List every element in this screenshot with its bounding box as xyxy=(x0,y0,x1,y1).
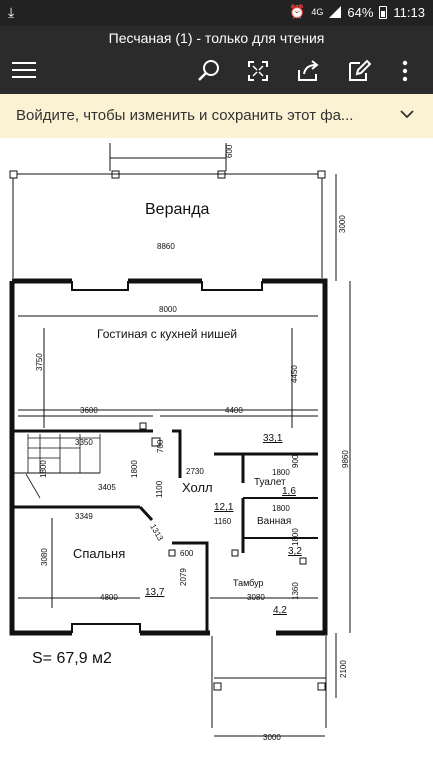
dim-label: 1800 xyxy=(272,468,290,477)
dim-label: 1160 xyxy=(214,517,232,526)
dim-label: 3750 xyxy=(35,353,44,371)
room-label-tambour: Тамбур xyxy=(233,578,264,588)
fit-to-screen-icon[interactable] xyxy=(245,58,271,84)
dim-label: 2730 xyxy=(186,467,204,476)
battery-percent: 64% xyxy=(347,4,374,20)
status-icons: ⏰ 4G 64% 11:13 xyxy=(289,4,425,20)
floor-plan[interactable]: Веранда Гостиная с кухней нишей Холл Туа… xyxy=(0,138,433,770)
room-label-bedroom: Спальня xyxy=(73,546,125,561)
dim-label: 1800 xyxy=(39,460,48,478)
dim-label: 3350 xyxy=(75,438,93,447)
signal-icon xyxy=(329,6,342,18)
clock: 11:13 xyxy=(393,4,425,20)
battery-icon xyxy=(379,5,388,19)
dim-label: 4800 xyxy=(100,593,118,602)
area-living: 33,1 xyxy=(263,433,283,444)
chevron-down-icon[interactable] xyxy=(399,106,415,122)
dim-label: 2100 xyxy=(339,660,348,678)
dim-label: 600 xyxy=(225,144,234,158)
sign-in-banner[interactable]: Войдите, чтобы изменить и сохранить этот… xyxy=(0,94,433,138)
dim-label: 3000 xyxy=(338,215,347,233)
area-toilet: 1,6 xyxy=(282,486,296,497)
document-title: Песчаная (1) - только для чтения xyxy=(108,30,325,46)
area-bedroom: 13,7 xyxy=(145,587,165,598)
dim-label: 9860 xyxy=(341,450,350,468)
hamburger-menu-icon[interactable] xyxy=(12,62,36,78)
dim-label: 1800 xyxy=(272,504,290,513)
dim-label: 600 xyxy=(180,549,194,558)
room-label-toilet: Туалет xyxy=(254,477,286,488)
dim-label: 1313 xyxy=(148,523,165,543)
dim-label: 3080 xyxy=(247,593,265,602)
dim-label: 8000 xyxy=(159,305,177,314)
dim-label: 3080 xyxy=(40,548,49,566)
room-label-veranda: Веранда xyxy=(145,201,210,218)
dim-label: 1100 xyxy=(155,480,164,498)
edit-icon[interactable] xyxy=(345,58,372,84)
dim-label: 8860 xyxy=(157,242,175,251)
network-type: 4G xyxy=(311,6,324,17)
status-bar: ⤓ ⏰ 4G 64% 11:13 xyxy=(0,0,433,26)
more-options-icon[interactable] xyxy=(392,58,418,84)
area-bath: 3,2 xyxy=(288,546,302,557)
dim-label: 1360 xyxy=(291,582,300,600)
dim-label: 3600 xyxy=(80,406,98,415)
total-area: S= 67,9 м2 xyxy=(32,650,112,667)
area-tambour: 4,2 xyxy=(273,605,287,616)
room-label-living: Гостиная с кухней нишей xyxy=(97,327,237,341)
dim-label: 2079 xyxy=(179,568,188,586)
dim-label: 3000 xyxy=(263,733,281,742)
dim-label: 3405 xyxy=(98,483,116,492)
share-icon[interactable] xyxy=(295,58,321,84)
dim-label: 900 xyxy=(291,454,300,468)
alarm-icon: ⏰ xyxy=(289,4,306,19)
banner-text: Войдите, чтобы изменить и сохранить этот… xyxy=(16,107,354,124)
room-label-bath: Ванная xyxy=(257,516,291,527)
room-label-hall: Холл xyxy=(182,480,213,495)
app-bar: Песчаная (1) - только для чтения xyxy=(0,26,433,94)
area-hall: 12,1 xyxy=(214,502,234,513)
dim-label: 4400 xyxy=(225,406,243,415)
search-icon[interactable] xyxy=(196,58,222,84)
dim-label: 3349 xyxy=(75,512,93,521)
download-icon: ⤓ xyxy=(8,4,15,20)
dim-label: 700 xyxy=(156,439,165,453)
dim-label: 1800 xyxy=(130,460,139,478)
dim-label: 1800 xyxy=(291,528,300,546)
dim-label: 4450 xyxy=(290,365,299,383)
